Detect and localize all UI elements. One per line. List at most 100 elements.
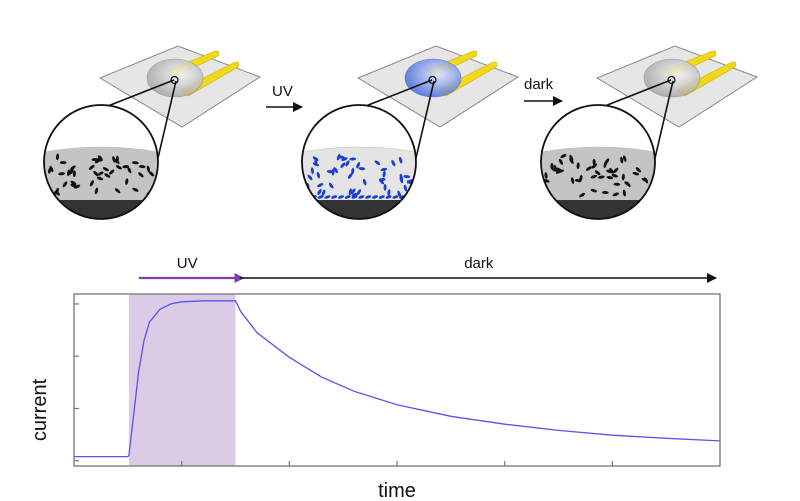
molecule — [558, 158, 564, 165]
molecule — [358, 167, 366, 171]
molecule — [397, 190, 402, 198]
molecule — [641, 177, 648, 182]
molecule — [598, 175, 605, 179]
sensor-schematic — [43, 45, 759, 220]
molecule — [554, 167, 561, 171]
molecule — [312, 162, 320, 167]
molecule — [125, 178, 129, 185]
magnified-view — [44, 105, 158, 219]
molecule — [89, 180, 94, 187]
transition-label-dark: dark — [524, 76, 554, 93]
molecule — [351, 167, 355, 175]
molecule — [544, 172, 548, 179]
molecule — [632, 171, 640, 176]
molecule — [312, 156, 319, 161]
molecule — [383, 183, 387, 191]
zoom-point — [667, 75, 676, 85]
current-vs-time-chart: UV dark time current — [29, 255, 721, 501]
adsorbed-molecule — [365, 195, 372, 199]
molecule — [341, 157, 348, 161]
molecule — [132, 187, 139, 192]
molecule — [114, 188, 121, 194]
molecule — [109, 169, 115, 175]
adsorbed-molecule — [378, 195, 385, 199]
molecule — [590, 188, 598, 193]
molecule — [382, 170, 386, 178]
molecule — [398, 156, 403, 164]
molecule — [347, 173, 353, 179]
molecule — [97, 155, 102, 162]
molecule — [146, 165, 150, 173]
molecule — [54, 190, 60, 196]
molecule — [127, 166, 132, 174]
molecule — [620, 156, 624, 164]
x-axis-label: time — [378, 480, 416, 501]
current-series-line — [74, 300, 721, 458]
molecule — [69, 168, 74, 175]
molecule — [138, 165, 146, 169]
molecule — [62, 181, 68, 188]
molecule — [550, 162, 554, 170]
molecule — [403, 184, 408, 192]
molecule — [609, 167, 614, 174]
molecule — [88, 164, 95, 170]
molecule — [613, 182, 621, 186]
droplet — [146, 58, 204, 98]
molecule — [349, 157, 357, 161]
molecule — [148, 171, 155, 177]
molecule — [97, 171, 104, 176]
molecule — [403, 175, 411, 179]
molecule — [104, 173, 111, 178]
magnifier-circle — [301, 104, 417, 220]
molecule — [574, 179, 582, 183]
adsorbed-molecule — [331, 195, 338, 199]
molecule — [601, 191, 609, 195]
molecule — [591, 163, 598, 169]
molecule — [340, 162, 346, 168]
molecule — [122, 165, 130, 169]
molecule — [635, 167, 642, 173]
adsorbed-molecule — [358, 195, 365, 199]
molecule — [570, 177, 575, 184]
molecule — [348, 188, 353, 196]
molecule — [115, 165, 122, 170]
molecule — [59, 161, 67, 165]
transition-label-uv: UV — [272, 83, 293, 100]
uv-phase-label: UV — [177, 255, 198, 272]
molecule — [622, 155, 627, 162]
molecule — [138, 172, 144, 178]
molecule — [391, 160, 396, 167]
molecule — [70, 180, 77, 185]
molecule — [611, 173, 619, 178]
molecule — [350, 188, 356, 195]
magnifier-circle — [43, 104, 159, 220]
molecule — [96, 176, 104, 181]
molecule — [576, 162, 580, 170]
device-step-uv — [301, 45, 520, 220]
molecule — [112, 156, 116, 163]
adsorbed-molecule — [317, 195, 324, 199]
molecule — [326, 170, 334, 174]
molecule — [380, 167, 388, 172]
molecule — [594, 170, 601, 176]
molecule — [333, 167, 338, 174]
molecule — [606, 176, 614, 180]
molecule — [378, 177, 386, 182]
molecule — [310, 167, 314, 175]
molecule — [579, 192, 586, 198]
molecule — [612, 192, 619, 197]
molecule — [356, 162, 361, 169]
molecule — [603, 161, 607, 168]
zoom-point — [170, 75, 179, 85]
molecule — [328, 182, 334, 189]
molecule — [387, 189, 391, 196]
molecule — [70, 165, 76, 171]
magnified-view — [541, 105, 655, 219]
adsorbed-molecule — [324, 195, 331, 199]
molecule — [316, 171, 321, 179]
droplet — [643, 58, 701, 98]
adsorbed-molecule — [303, 195, 311, 199]
molecule — [73, 184, 81, 189]
magnifier-circle — [540, 104, 656, 220]
